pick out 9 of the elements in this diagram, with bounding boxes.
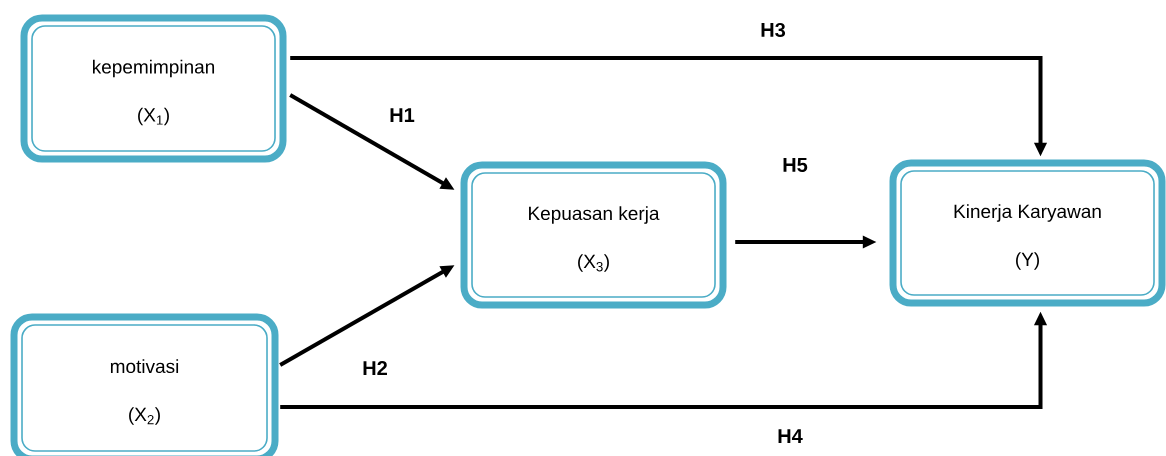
edge-label: H4	[778, 429, 803, 443]
variable-box: kepemimpinan (X$_{1}$)	[20, 14, 287, 163]
variable-box: motivasi (X$_{2}$)	[10, 313, 279, 456]
variable-box: Kepuasan kerja (X$_{3}$)	[460, 161, 727, 309]
edge-label: H2	[363, 361, 387, 375]
edge-label: H1	[390, 108, 415, 122]
variable-box: Kinerja Karyawan (Y)	[889, 159, 1166, 307]
edge-label: H3	[761, 22, 786, 38]
edge-label: H5	[783, 158, 808, 172]
